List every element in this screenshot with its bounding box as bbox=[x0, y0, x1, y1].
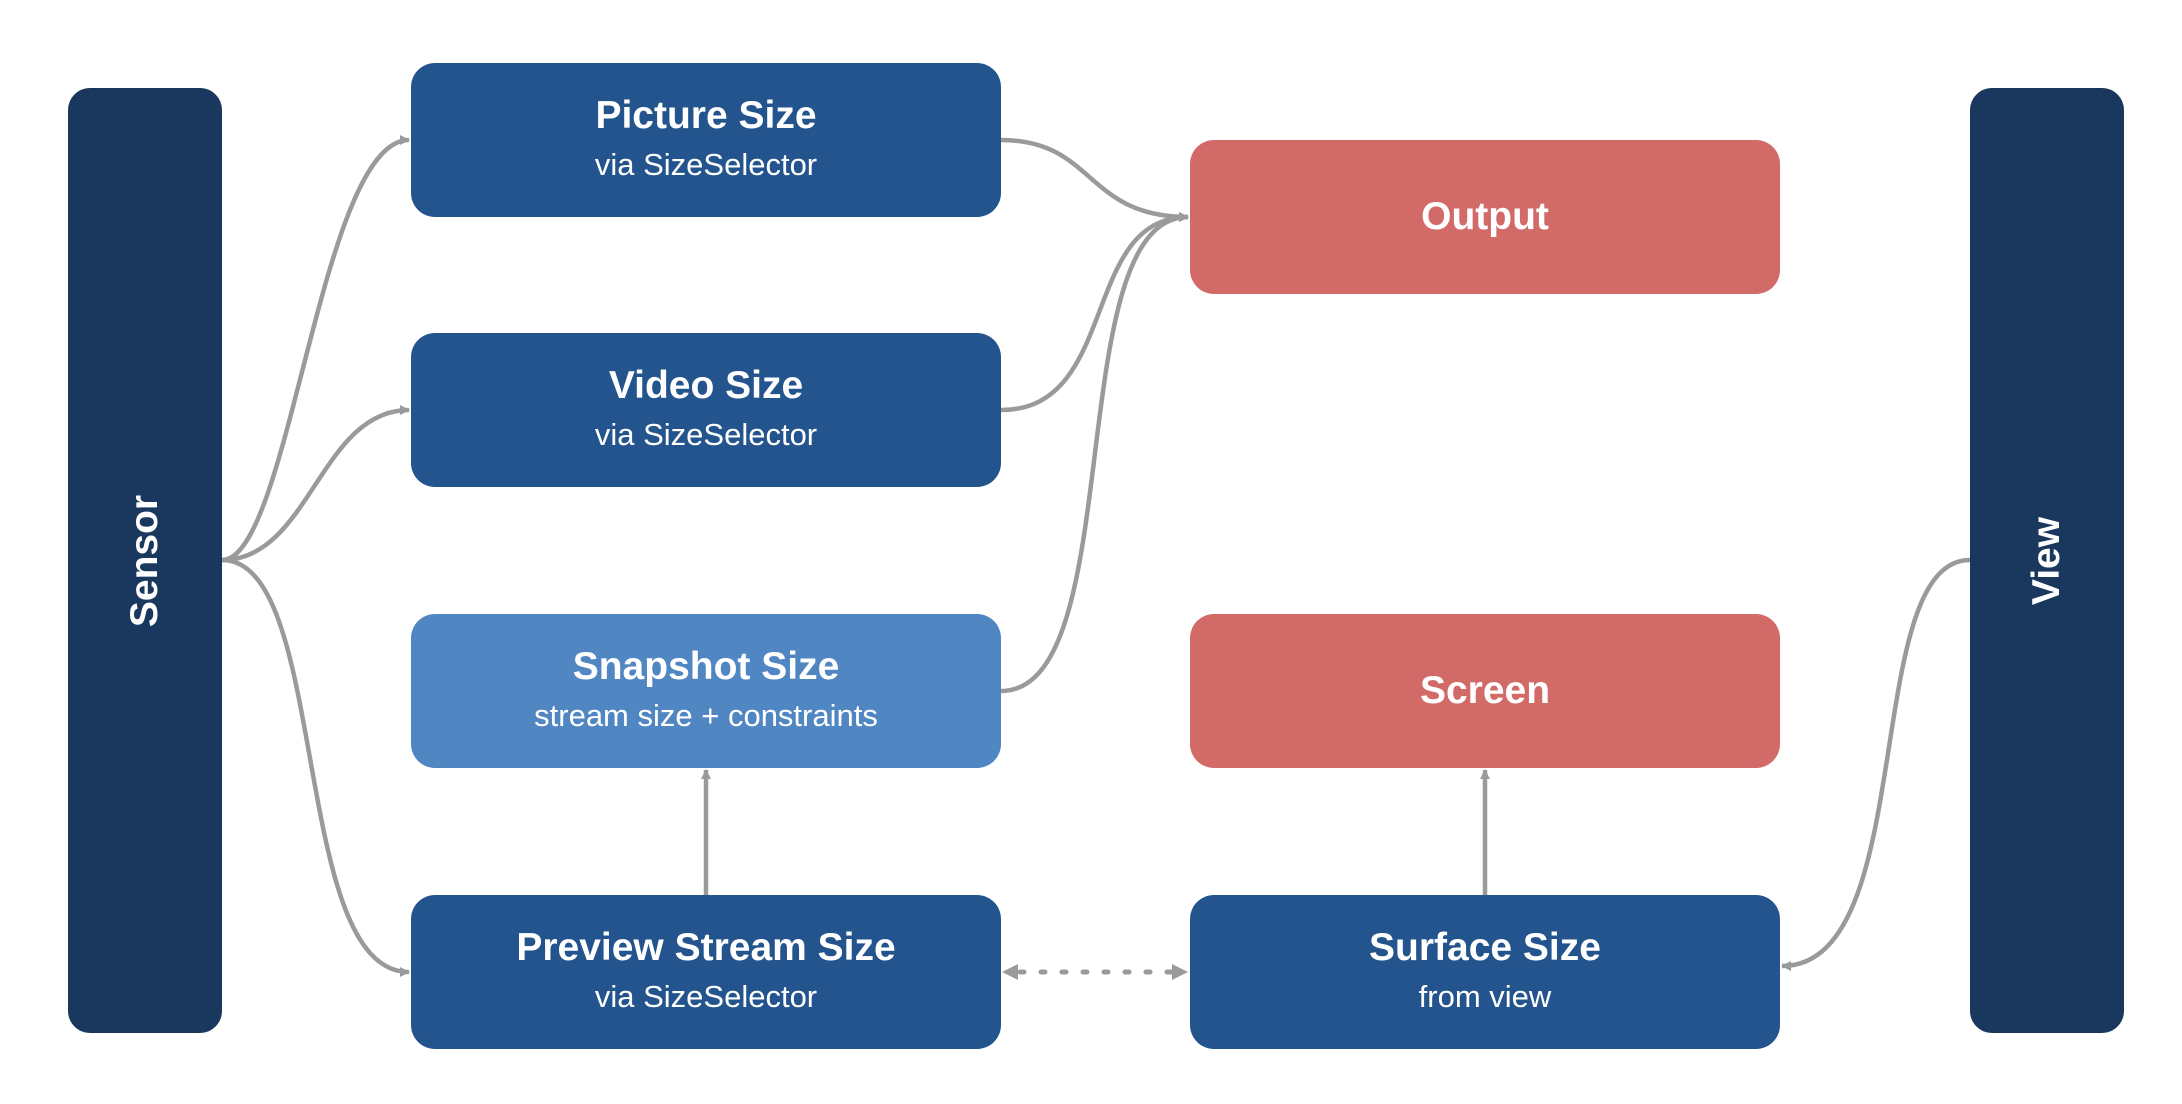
snapshot-size-title: Snapshot Size bbox=[572, 645, 840, 689]
connector-sensor-to-preview bbox=[221, 557, 410, 977]
preview-stream-size-box: Preview Stream Size via SizeSelector bbox=[411, 895, 1001, 1049]
picture-size-subtitle: via SizeSelector bbox=[594, 147, 818, 183]
preview-stream-size-title: Preview Stream Size bbox=[516, 926, 896, 970]
sensor-block: Sensor bbox=[68, 88, 222, 1033]
sensor-label: Sensor bbox=[123, 494, 166, 627]
preview-stream-size-subtitle: via SizeSelector bbox=[594, 979, 818, 1015]
picture-size-title: Picture Size bbox=[595, 94, 817, 138]
view-label: View bbox=[2024, 516, 2068, 605]
output-box: Output bbox=[1190, 140, 1780, 294]
snapshot-size-subtitle: stream size + constraints bbox=[534, 698, 878, 734]
connector-sensor-to-video bbox=[221, 405, 410, 563]
connector-view-to-surface bbox=[1781, 557, 1971, 971]
surface-size-box: Surface Size from view bbox=[1190, 895, 1780, 1049]
connector-snapshot-to-output bbox=[1000, 212, 1189, 694]
surface-size-title: Surface Size bbox=[1369, 926, 1601, 970]
snapshot-size-box: Snapshot Size stream size + constraints bbox=[411, 614, 1001, 768]
connector-picture-to-output bbox=[1000, 137, 1189, 222]
video-size-subtitle: via SizeSelector bbox=[594, 417, 818, 453]
screen-title: Screen bbox=[1419, 668, 1551, 712]
surface-size-subtitle: from view bbox=[1418, 979, 1552, 1015]
connector-video-to-output bbox=[1000, 212, 1189, 413]
arrowhead-left bbox=[1002, 964, 1018, 980]
picture-size-box: Picture Size via SizeSelector bbox=[411, 63, 1001, 217]
arrowhead-right bbox=[1172, 964, 1188, 980]
screen-box: Screen bbox=[1190, 614, 1780, 768]
video-size-title: Video Size bbox=[608, 364, 804, 408]
output-title: Output bbox=[1421, 194, 1549, 238]
view-block: View bbox=[1970, 88, 2124, 1033]
video-size-box: Video Size via SizeSelector bbox=[411, 333, 1001, 487]
connector-sensor-to-picture bbox=[221, 135, 410, 563]
